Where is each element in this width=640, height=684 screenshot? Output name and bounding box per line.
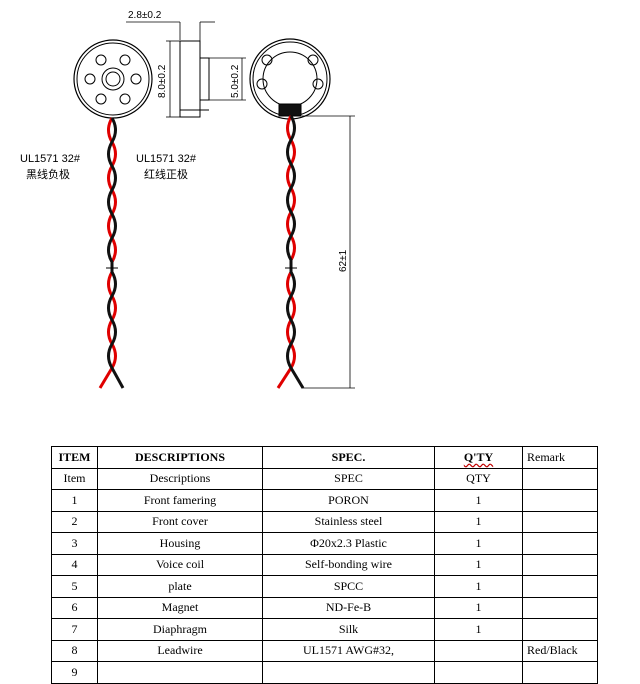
- description-cell: plate: [97, 575, 263, 598]
- header-item: ITEM: [51, 446, 98, 469]
- spec-cell: Stainless steel: [262, 510, 435, 533]
- qty-cell: 1: [434, 575, 523, 598]
- remark-cell: [522, 467, 598, 490]
- qty-cell: 1: [434, 532, 523, 555]
- black-wire-spec: UL1571 32#: [20, 153, 81, 165]
- outer-diameter-dimension: 8.0±0.2: [157, 64, 168, 98]
- lead-wires-left: [98, 117, 125, 389]
- item-cell: 4: [51, 553, 98, 576]
- black-wire-note: 黑线负极: [26, 167, 70, 181]
- spec-cell: Self-bonding wire: [262, 553, 435, 576]
- spec-cell: [262, 661, 435, 684]
- qty-cell: QTY: [434, 467, 523, 490]
- qty-cell: 1: [434, 553, 523, 576]
- spec-cell: SPEC: [262, 467, 435, 490]
- spec-cell: Silk: [262, 618, 435, 641]
- remark-cell: [522, 596, 598, 619]
- description-cell: Descriptions: [97, 467, 263, 490]
- dimension-lines: [126, 21, 355, 389]
- inner-diameter-dimension: 5.0±0.2: [230, 64, 241, 98]
- description-cell: Front famering: [97, 489, 263, 512]
- item-cell: 2: [51, 510, 98, 533]
- bom-header-row: ITEM DESCRIPTIONS SPEC. Q'TY Remark: [51, 446, 598, 469]
- remark-cell: [522, 489, 598, 512]
- item-cell: 6: [51, 596, 98, 619]
- remark-cell: [522, 553, 598, 576]
- lead-length-dimension: 62±1: [338, 249, 349, 272]
- lead-wires-right: [276, 115, 305, 389]
- spec-cell: SPCC: [262, 575, 435, 598]
- thickness-dimension: 2.8±0.2: [128, 10, 162, 21]
- header-remark: Remark: [522, 446, 598, 469]
- remark-cell: [522, 661, 598, 684]
- header-spec: SPEC.: [262, 446, 435, 469]
- qty-cell: 1: [434, 618, 523, 641]
- item-cell: 1: [51, 489, 98, 512]
- description-cell: Front cover: [97, 510, 263, 533]
- item-cell: 7: [51, 618, 98, 641]
- red-wire-note: 红线正极: [144, 167, 188, 181]
- description-cell: Housing: [97, 532, 263, 555]
- spec-cell: Φ20x2.3 Plastic: [262, 532, 435, 555]
- item-cell: Item: [51, 467, 98, 490]
- description-cell: Voice coil: [97, 553, 263, 576]
- qty-cell: 1: [434, 510, 523, 533]
- qty-cell: 1: [434, 596, 523, 619]
- header-descriptions: DESCRIPTIONS: [97, 446, 263, 469]
- spec-cell: ND-Fe-B: [262, 596, 435, 619]
- front-view: [73, 39, 153, 119]
- item-cell: 3: [51, 532, 98, 555]
- bom-table: ITEM DESCRIPTIONS SPEC. Q'TY Remark Item…: [51, 446, 598, 684]
- remark-cell: [522, 618, 598, 641]
- remark-cell: Red/Black: [522, 639, 598, 662]
- side-view: [179, 40, 210, 118]
- table-row: 9: [51, 661, 598, 684]
- red-wire-spec: UL1571 32#: [136, 153, 197, 165]
- description-cell: [97, 661, 263, 684]
- remark-cell: [522, 532, 598, 555]
- remark-cell: [522, 510, 598, 533]
- description-cell: Leadwire: [97, 639, 263, 662]
- item-cell: 5: [51, 575, 98, 598]
- spec-cell: UL1571 AWG#32,: [262, 639, 435, 662]
- technical-drawing: 2.8±0.2 8.0±0.2 5.0±0.2 62±1 UL1571 32# …: [20, 10, 355, 389]
- remark-cell: [522, 575, 598, 598]
- spec-cell: PORON: [262, 489, 435, 512]
- qty-cell: 1: [434, 489, 523, 512]
- qty-cell: [434, 639, 523, 662]
- rear-view: [249, 38, 331, 120]
- header-qty: Q'TY: [434, 446, 523, 469]
- qty-cell: [434, 661, 523, 684]
- description-cell: Diaphragm: [97, 618, 263, 641]
- item-cell: 8: [51, 639, 98, 662]
- description-cell: Magnet: [97, 596, 263, 619]
- item-cell: 9: [51, 661, 98, 684]
